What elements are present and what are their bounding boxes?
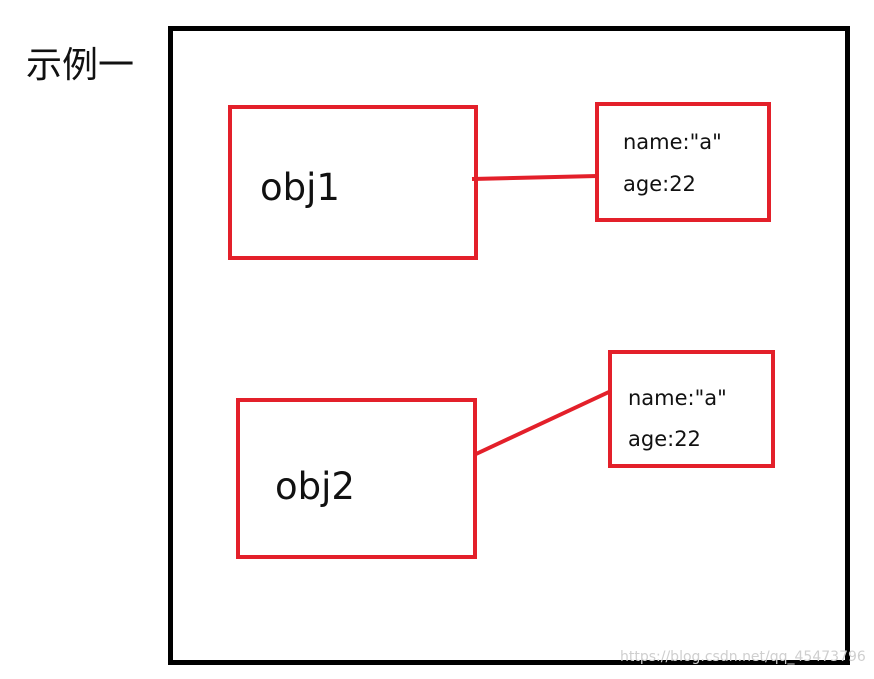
obj1-label: obj1 <box>260 166 340 209</box>
obj2-label: obj2 <box>275 465 355 508</box>
obj2-object-box <box>608 350 775 468</box>
obj2-prop-name: name:"a" <box>628 386 727 410</box>
source-watermark: https://blog.csdn.net/qq_45473796 <box>620 649 866 665</box>
obj1-prop-name: name:"a" <box>623 130 722 154</box>
obj2-reference-line <box>475 389 612 456</box>
memory-frame <box>168 26 850 665</box>
obj1-prop-age: age:22 <box>623 172 696 196</box>
obj1-reference-line <box>471 174 598 181</box>
obj1-object-box <box>595 102 771 222</box>
obj2-variable-box <box>236 398 477 559</box>
obj2-prop-age: age:22 <box>628 427 701 451</box>
obj1-variable-box <box>228 105 478 260</box>
diagram-title: 示例一 <box>26 45 135 86</box>
